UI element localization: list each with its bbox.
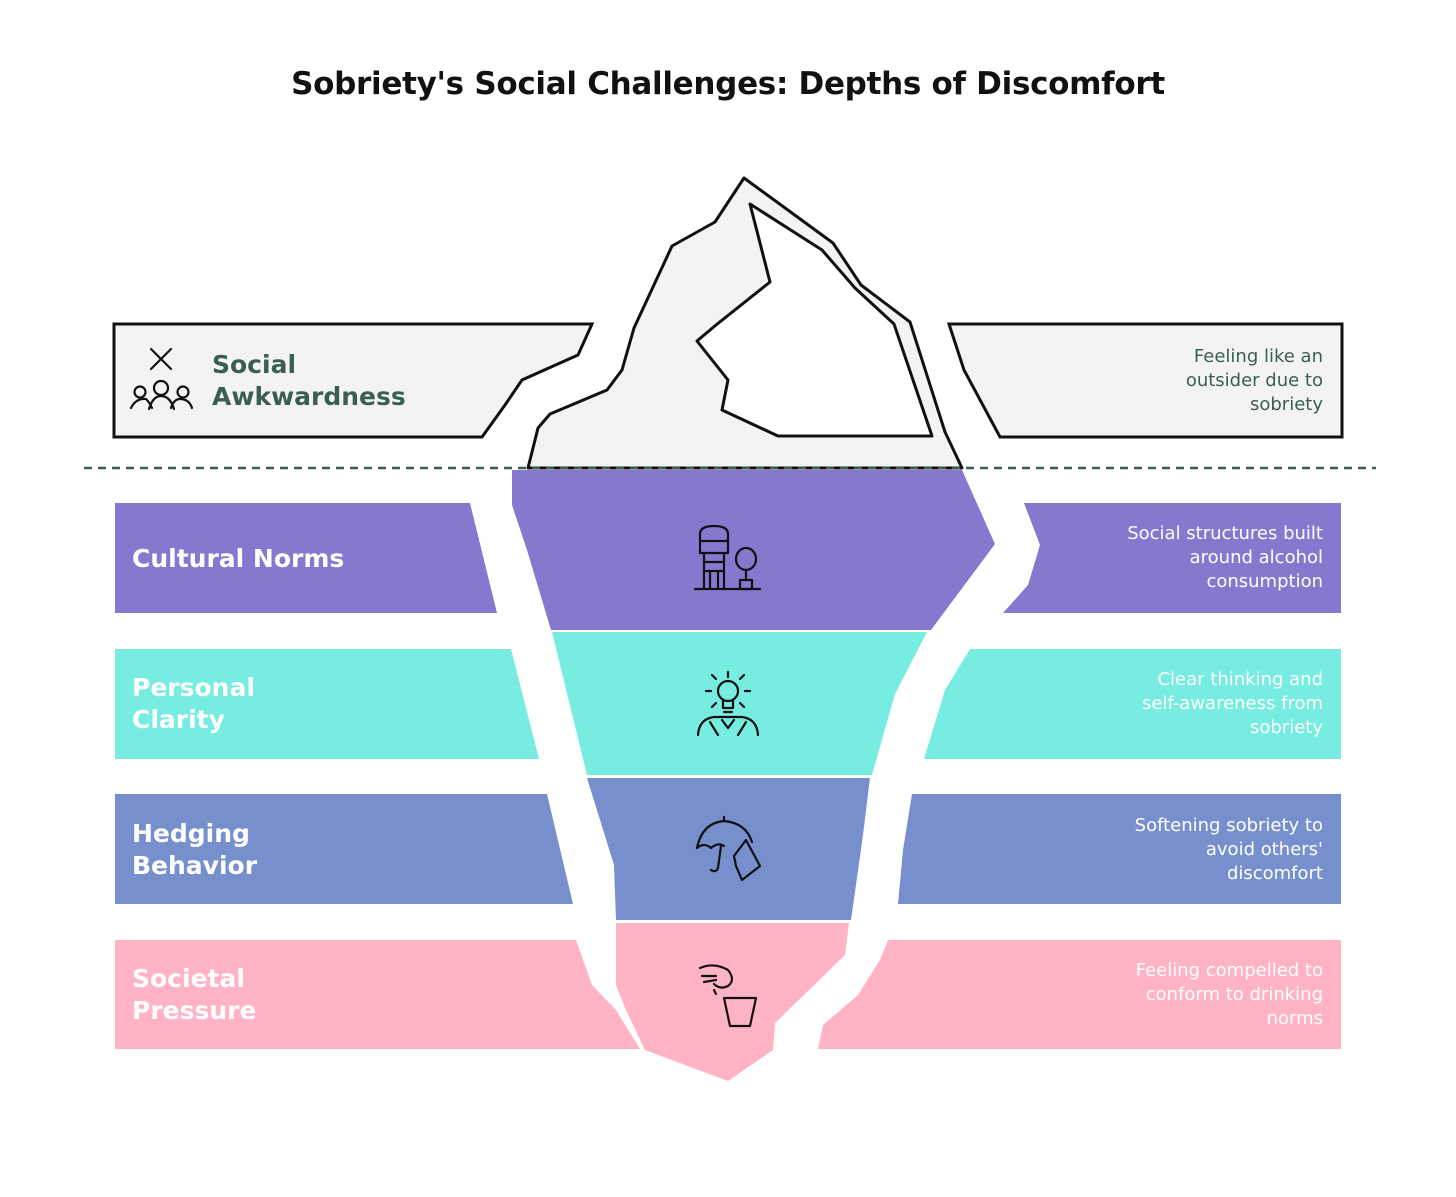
layer-label-societal-pressure: Societal Pressure <box>132 964 257 1025</box>
group-x-icon <box>129 347 194 411</box>
personal-clarity-right-band <box>924 649 1341 759</box>
lightbulb-person-icon <box>696 670 760 737</box>
layer-description-cultural-norms: Social structures built around alcohol c… <box>1127 523 1323 592</box>
layer-label-social-awkwardness: Social Awkwardness <box>212 350 406 411</box>
layer-label-hedging-behavior: Hedging Behavior <box>132 819 258 880</box>
cultural-norms-center <box>512 470 995 630</box>
societal-pressure-left-band <box>115 940 640 1049</box>
cultural-norms-left-band <box>115 503 497 613</box>
layer-description-personal-clarity: Clear thinking and self-awareness from s… <box>1141 669 1323 738</box>
societal-pressure-center <box>616 923 849 1081</box>
hedging-behavior-right-band <box>898 794 1341 904</box>
layer-description-societal-pressure: Feeling compelled to conform to drinking… <box>1135 960 1323 1029</box>
layer-description-hedging-behavior: Softening sobriety to avoid others' disc… <box>1134 815 1323 884</box>
cultural-norms-right-band <box>1003 503 1341 613</box>
personal-clarity-left-band <box>115 649 539 759</box>
layer-description-social-awkwardness: Feeling like an outsider due to sobriety <box>1185 346 1323 415</box>
iceberg-face <box>695 202 934 438</box>
societal-pressure-right-band <box>818 940 1341 1049</box>
top-left-box <box>112 322 595 439</box>
umbrella-hand-icon <box>695 815 762 882</box>
page-title: Sobriety's Social Challenges: Depths of … <box>291 66 1165 102</box>
top-right-box <box>946 322 1344 439</box>
layer-label-cultural-norms: Cultural Norms <box>132 544 345 573</box>
hand-cup-icon <box>698 964 758 1028</box>
layer-label-personal-clarity: Personal Clarity <box>132 673 255 734</box>
water-tower-tree-icon <box>693 524 762 591</box>
hedging-behavior-center <box>587 778 870 920</box>
hedging-behavior-left-band <box>115 794 573 904</box>
